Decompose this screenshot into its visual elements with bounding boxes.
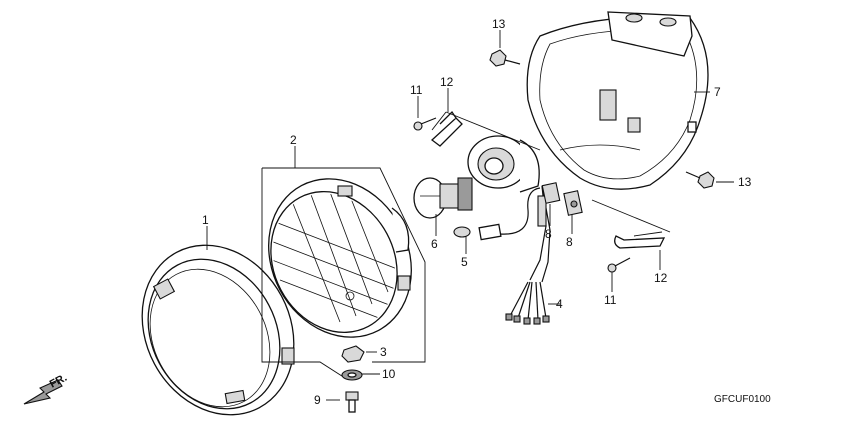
callout-13-upper: 13 xyxy=(492,17,506,31)
callout-4: 4 xyxy=(556,297,563,311)
callout-2: 2 xyxy=(290,133,297,147)
callout-5: 5 xyxy=(461,255,468,269)
bulb-socket xyxy=(453,223,502,241)
headlight-rim xyxy=(141,244,295,416)
stay-lower xyxy=(614,231,666,249)
figure-code: GFCUF0100 xyxy=(714,394,771,405)
callout-11-upper: 11 xyxy=(410,83,423,97)
screw-lower xyxy=(607,257,631,273)
screw-upper xyxy=(413,117,437,131)
nut xyxy=(341,345,365,363)
case-bolt-upper xyxy=(489,49,521,67)
headlight-unit xyxy=(261,167,426,379)
callout-1: 1 xyxy=(202,213,209,227)
callout-8-lower: 8 xyxy=(566,235,573,249)
callout-11-lower: 11 xyxy=(604,293,617,307)
toothed-washer xyxy=(341,369,363,381)
callout-numbers: 1 2 3 4 5 6 7 8 8 9 10 11 11 12 12 13 13 xyxy=(202,17,752,407)
callout-9: 9 xyxy=(314,393,321,407)
stay-upper xyxy=(430,110,463,147)
headlight-bulb xyxy=(413,177,473,219)
callout-13-lower: 13 xyxy=(738,175,752,189)
bolt xyxy=(345,391,359,413)
callout-8-upper: 8 xyxy=(545,227,552,241)
assembly-guide-lines xyxy=(431,111,671,233)
callout-3: 3 xyxy=(380,345,387,359)
callout-6: 6 xyxy=(431,237,438,251)
clip-upper xyxy=(541,182,561,204)
dust-cover xyxy=(467,135,540,193)
callout-12-lower: 12 xyxy=(654,271,668,285)
case-bolt-lower xyxy=(685,171,715,189)
clip-lower xyxy=(563,190,583,216)
callout-12-upper: 12 xyxy=(440,75,454,89)
wire-harness xyxy=(499,185,551,325)
callout-7: 7 xyxy=(714,85,721,99)
front-direction-label: FR. xyxy=(48,372,69,391)
front-direction-arrow: FR. xyxy=(23,372,69,405)
headlight-case xyxy=(526,11,709,190)
callout-10: 10 xyxy=(382,367,396,381)
callout-leaders xyxy=(206,30,734,401)
